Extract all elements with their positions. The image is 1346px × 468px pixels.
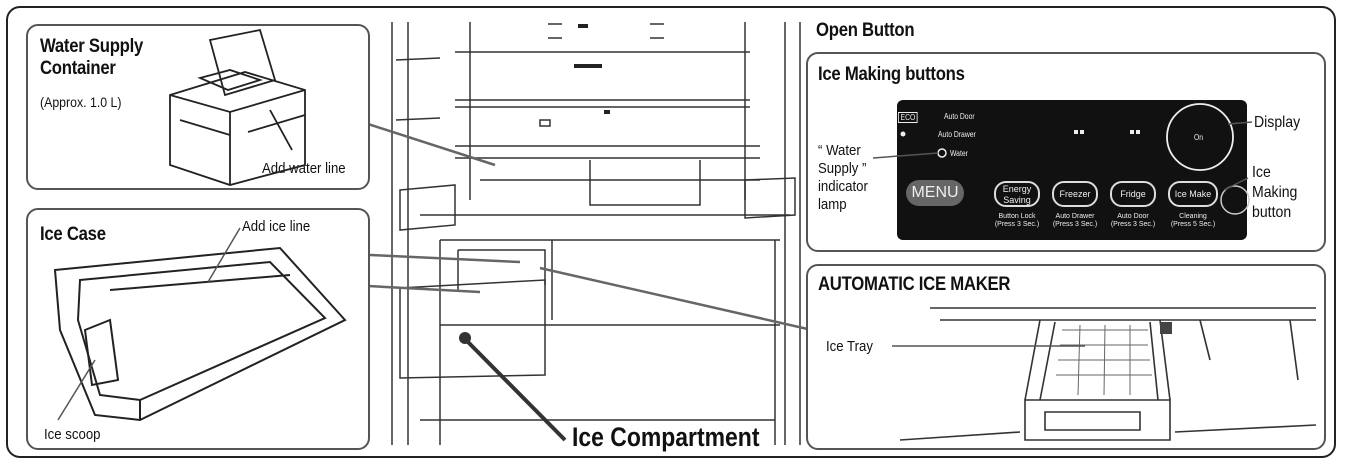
ice-make-label: Ice Make — [1174, 189, 1212, 199]
ice-compartment-label: Ice Compartment — [572, 422, 760, 452]
freezer-sub: Auto Drawer(Press 3 Sec.) — [1046, 213, 1104, 229]
add-ice-line-label: Add ice line — [242, 218, 311, 235]
eco-label: ECO — [898, 112, 918, 123]
fridge-button[interactable]: Fridge — [1110, 181, 1156, 207]
button-lock-text: Button Lock — [998, 213, 1036, 220]
auto-drawer-label: Auto Drawer — [938, 130, 976, 139]
water-indicator-line2: Supply ” — [818, 160, 867, 177]
ice-making-button-line1: Ice — [1252, 164, 1271, 181]
energy-saving-sub: Button Lock(Press 3 Sec.) — [988, 213, 1046, 229]
control-panel — [897, 100, 1247, 240]
water-supply-title-line1: Water Supply — [40, 36, 144, 57]
ice-making-buttons-title: Ice Making buttons — [818, 64, 965, 85]
automatic-ice-maker-title: AUTOMATIC ICE MAKER — [818, 274, 1011, 295]
energy-saving-label-2: Saving — [1003, 195, 1031, 205]
button-lock-duration: (Press 3 Sec.) — [994, 221, 1040, 228]
menu-button-label: MENU — [911, 184, 959, 201]
ice-scoop-label: Ice scoop — [44, 426, 101, 443]
freezer-button[interactable]: Freezer — [1052, 181, 1098, 207]
auto-drawer-text: Auto Drawer — [1055, 213, 1095, 220]
auto-drawer-duration: (Press 3 Sec.) — [1052, 221, 1098, 228]
cleaning-duration: (Press 5 Sec.) — [1170, 221, 1216, 228]
open-button-label: Open Button — [816, 20, 915, 41]
ice-make-sub: Cleaning(Press 5 Sec.) — [1164, 213, 1222, 229]
water-label: Water — [950, 149, 968, 158]
add-water-line-label: Add water line — [262, 160, 346, 177]
water-supply-panel — [26, 24, 370, 190]
cleaning-text: Cleaning — [1179, 213, 1207, 220]
ice-tray-label: Ice Tray — [826, 338, 873, 355]
water-supply-title-line2: Container — [40, 58, 116, 79]
diagram-frame — [6, 6, 1336, 458]
menu-button[interactable]: MENU — [906, 180, 964, 206]
ice-case-title: Ice Case — [40, 224, 106, 245]
water-supply-capacity: (Approx. 1.0 L) — [40, 94, 122, 110]
automatic-ice-maker-panel — [806, 264, 1326, 450]
energy-saving-label-1: Energy — [1002, 184, 1032, 194]
auto-door-duration: (Press 3 Sec.) — [1110, 221, 1156, 228]
display-label: Display — [1254, 114, 1301, 131]
ice-making-button-line3: button — [1252, 204, 1292, 221]
on-label: On — [1194, 133, 1204, 142]
auto-door-label: Auto Door — [944, 112, 975, 121]
ice-case-panel — [26, 208, 370, 450]
water-indicator-line3: indicator — [818, 178, 868, 195]
freezer-label: Freezer — [1059, 189, 1091, 199]
water-indicator-line1: “ Water — [818, 142, 861, 159]
auto-door-text: Auto Door — [1117, 213, 1149, 220]
fridge-sub: Auto Door(Press 3 Sec.) — [1104, 213, 1162, 229]
fridge-label: Fridge — [1120, 189, 1146, 199]
ice-making-button-line2: Making — [1252, 184, 1298, 201]
ice-make-button[interactable]: Ice Make — [1168, 181, 1218, 207]
water-indicator-line4: lamp — [818, 196, 847, 213]
